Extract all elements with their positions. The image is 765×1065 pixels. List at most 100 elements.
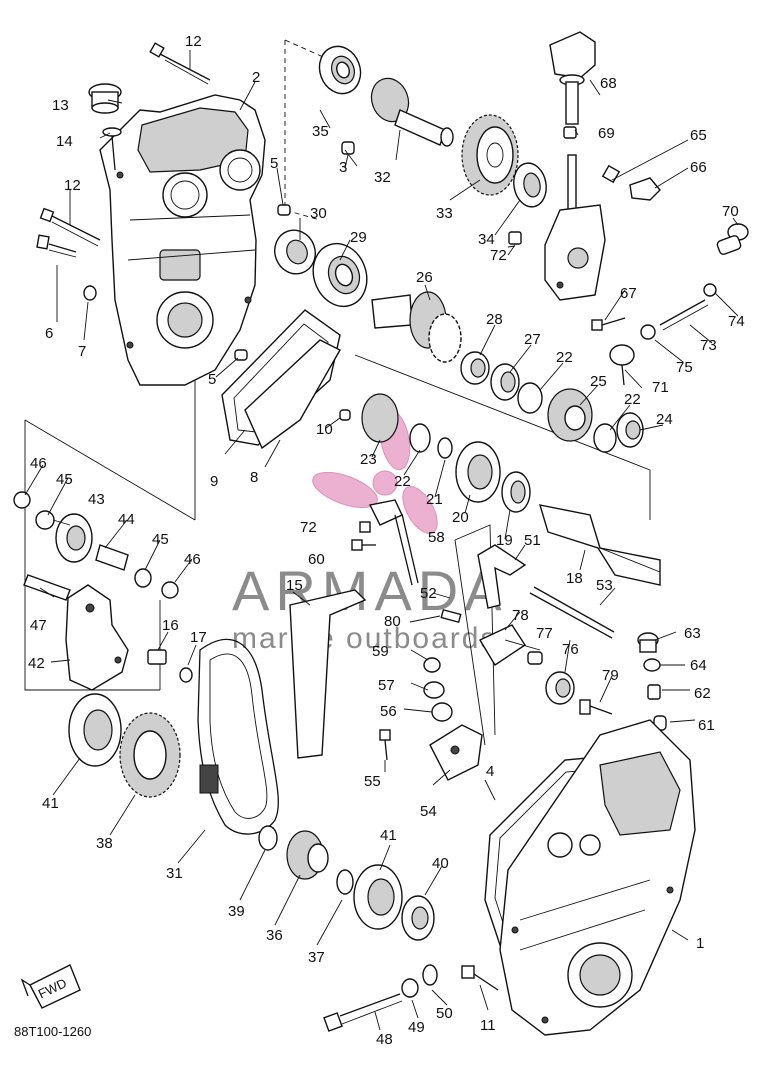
callout-61: 61 — [698, 717, 715, 734]
bracket-54 — [429, 724, 483, 781]
shaft-44 — [95, 544, 129, 571]
watermark-tagline: marine outboards — [232, 622, 497, 655]
callout-labels: 1 2 3 4 5 5 6 7 8 9 10 11 12 12 13 14 15… — [28, 33, 745, 1048]
spacer-77 — [527, 651, 543, 665]
nut-46-right — [161, 581, 179, 599]
pin-80 — [440, 608, 462, 624]
shift-bracket-65 — [544, 154, 606, 301]
bolt-55 — [379, 729, 391, 761]
callout-16: 16 — [162, 617, 179, 634]
callout-59: 59 — [372, 643, 389, 660]
circlip-37 — [336, 869, 354, 895]
bolt-12-top — [149, 42, 211, 85]
case-cover-front — [99, 94, 266, 386]
case-cover-rear — [499, 719, 696, 1036]
plate-8 — [244, 339, 341, 450]
callout-55: 55 — [364, 773, 381, 790]
drive-belt-31 — [197, 639, 279, 835]
plug-63 — [637, 632, 659, 653]
callout-50: 50 — [436, 1005, 453, 1022]
washer-22-b — [593, 423, 617, 453]
callout-40: 40 — [432, 855, 449, 872]
callout-6: 6 — [45, 325, 53, 342]
callout-20: 20 — [452, 509, 469, 526]
callout-45-right: 45 — [152, 531, 169, 548]
gear-23 — [361, 393, 399, 443]
callout-22-a: 22 — [556, 349, 573, 366]
bearing-29 — [312, 242, 368, 308]
callout-39: 39 — [228, 903, 245, 920]
bushing-24 — [616, 412, 644, 448]
callout-1: 1 — [696, 935, 704, 952]
callout-2: 2 — [252, 69, 260, 86]
bushing-28 — [460, 351, 490, 385]
leader-lines — [24, 50, 739, 1031]
callout-60: 60 — [308, 551, 325, 568]
guide-15 — [289, 589, 367, 759]
callout-57: 57 — [378, 677, 395, 694]
bolt-11 — [461, 965, 499, 991]
shaft-26 — [371, 291, 462, 363]
callout-45-left: 45 — [56, 471, 73, 488]
pin-47 — [23, 574, 71, 601]
bracket-42 — [65, 584, 129, 691]
callout-46-left: 46 — [30, 455, 47, 472]
callout-70: 70 — [722, 203, 739, 220]
callout-54: 54 — [420, 803, 437, 820]
callout-36: 36 — [266, 927, 283, 944]
washer-7 — [83, 285, 97, 301]
washer-49 — [401, 978, 419, 998]
callout-27: 27 — [524, 331, 541, 348]
callout-48: 48 — [376, 1031, 393, 1048]
washer-39 — [258, 825, 278, 851]
callout-38: 38 — [96, 835, 113, 852]
callout-73: 73 — [700, 337, 717, 354]
callout-41-lower: 41 — [380, 827, 397, 844]
callout-19: 19 — [496, 532, 513, 549]
callout-72-mid: 72 — [300, 519, 317, 536]
callout-67: 67 — [620, 285, 637, 302]
callout-29: 29 — [350, 229, 367, 246]
group-brackets — [24, 39, 651, 746]
callout-41-left: 41 — [42, 795, 59, 812]
bolt-48 — [323, 993, 403, 1032]
bearing-19 — [501, 471, 531, 513]
nut-72-top — [508, 231, 522, 245]
bearing-41-lower — [353, 864, 403, 930]
callout-30: 30 — [310, 205, 327, 222]
callout-31: 31 — [166, 865, 183, 882]
callout-80: 80 — [384, 613, 401, 630]
fork-51 — [477, 544, 527, 609]
dowel-3 — [341, 141, 355, 155]
shaft-53 — [529, 586, 615, 639]
callout-42: 42 — [28, 655, 45, 672]
bearing-20 — [455, 441, 501, 503]
washer-45-left — [35, 510, 55, 530]
callout-32: 32 — [374, 169, 391, 186]
bearing-43 — [55, 513, 93, 563]
callout-43: 43 — [88, 491, 105, 508]
callout-14: 14 — [56, 133, 73, 150]
callout-11: 11 — [480, 1017, 496, 1034]
washer-22-c — [409, 423, 431, 453]
callout-12-left: 12 — [64, 177, 81, 194]
gear-33 — [461, 114, 519, 196]
callout-21: 21 — [426, 491, 443, 508]
bolt-79 — [579, 699, 613, 715]
joint-70 — [716, 223, 749, 255]
drawing-code: 88T100-1260 — [14, 1024, 91, 1039]
callout-68: 68 — [600, 75, 617, 92]
seal-40 — [401, 895, 435, 941]
nut-46-left — [13, 491, 31, 509]
nut-69 — [563, 126, 577, 139]
washer-50 — [422, 964, 438, 986]
callout-79: 79 — [602, 667, 619, 684]
callout-56: 56 — [380, 703, 397, 720]
washer-75 — [640, 324, 656, 340]
callout-33: 33 — [436, 205, 453, 222]
bolt-12-left — [39, 207, 101, 247]
callout-5-b: 5 — [208, 371, 216, 388]
shift-rod-58 — [368, 499, 419, 586]
callout-63: 63 — [684, 625, 701, 642]
callout-8: 8 — [250, 469, 258, 486]
